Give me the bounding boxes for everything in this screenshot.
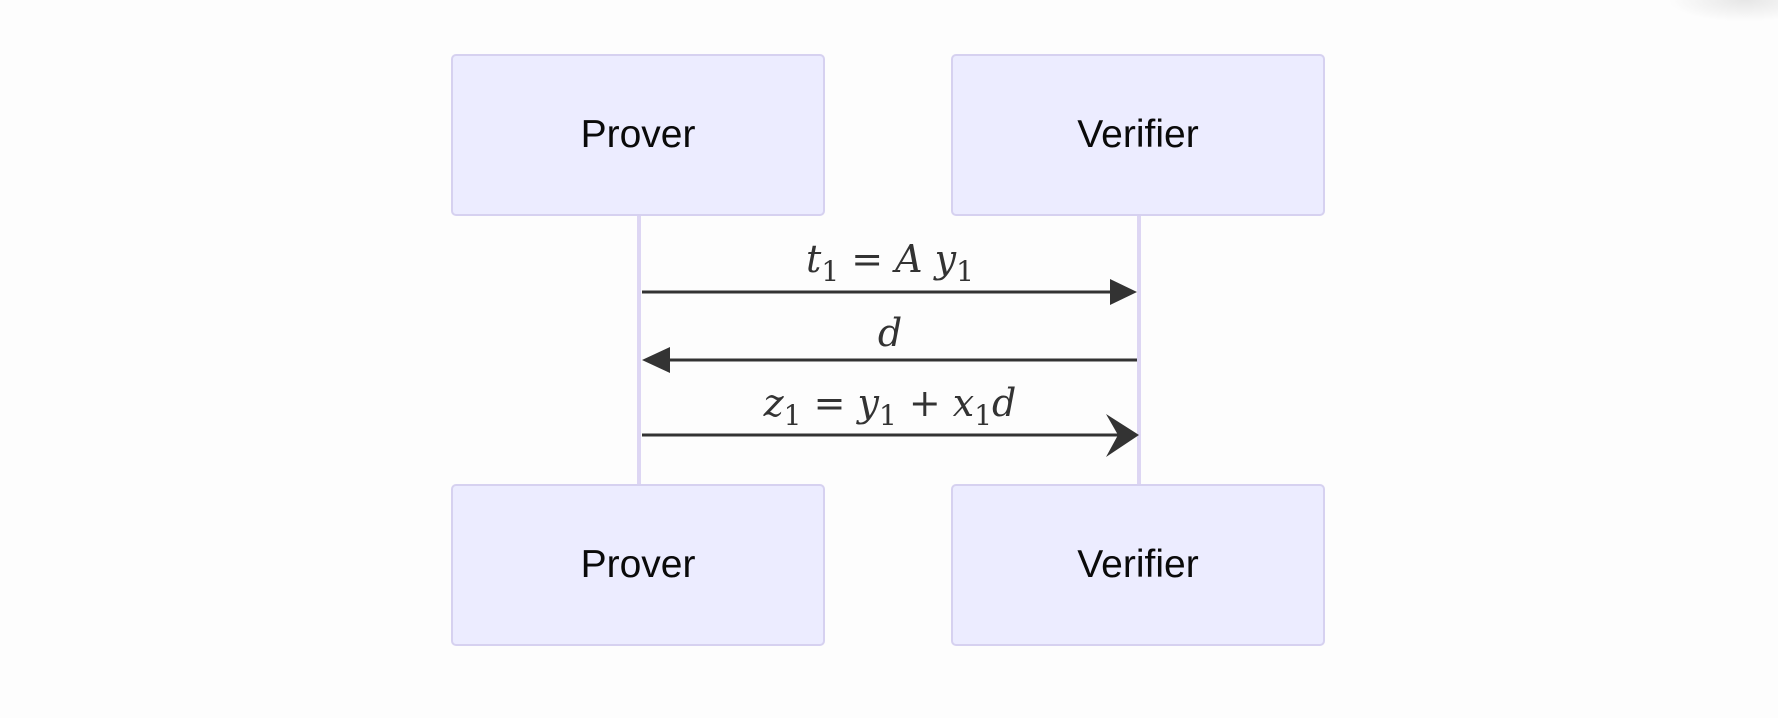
math-op: + <box>896 381 953 425</box>
math-var: t <box>806 237 822 281</box>
math-subscript: 1 <box>821 255 840 288</box>
math-subscript: 1 <box>956 255 974 288</box>
message-3-arrow <box>642 414 1139 457</box>
math-op: = <box>801 381 858 425</box>
message-1-label: t1 = A y1 <box>640 240 1140 286</box>
math-var: x <box>952 381 975 425</box>
actor-label: Verifier <box>1077 113 1199 156</box>
math-var: d <box>877 311 903 355</box>
actor-verifier-top: Verifier <box>951 54 1325 216</box>
actor-prover-bottom: Prover <box>451 484 825 646</box>
actor-prover-top: Prover <box>451 54 825 216</box>
message-2-arrow <box>642 347 1137 373</box>
filled-arrowhead-icon <box>642 347 670 373</box>
message-2-label: d <box>640 314 1140 352</box>
math-op: = <box>839 237 896 281</box>
corner-shadow <box>1668 0 1778 22</box>
actor-verifier-bottom: Verifier <box>951 484 1325 646</box>
message-3-label: z1 = y1 + x1d <box>640 384 1140 430</box>
math-subscript: 1 <box>878 399 897 432</box>
math-subscript: 1 <box>783 399 802 432</box>
math-subscript: 1 <box>974 399 993 432</box>
verifier-lifeline <box>1137 216 1141 484</box>
actor-label: Prover <box>580 113 696 156</box>
filled-arrowhead-icon <box>1110 279 1137 305</box>
actor-label: Prover <box>580 543 696 586</box>
actor-label: Verifier <box>1077 543 1199 586</box>
math-var: z <box>763 381 784 425</box>
prover-lifeline <box>637 216 641 484</box>
math-var: y <box>857 381 879 425</box>
math-var: d <box>992 381 1017 425</box>
open-arrowhead-icon <box>1106 414 1139 457</box>
math-var: A y <box>895 237 957 281</box>
message-1-arrow <box>642 279 1137 305</box>
